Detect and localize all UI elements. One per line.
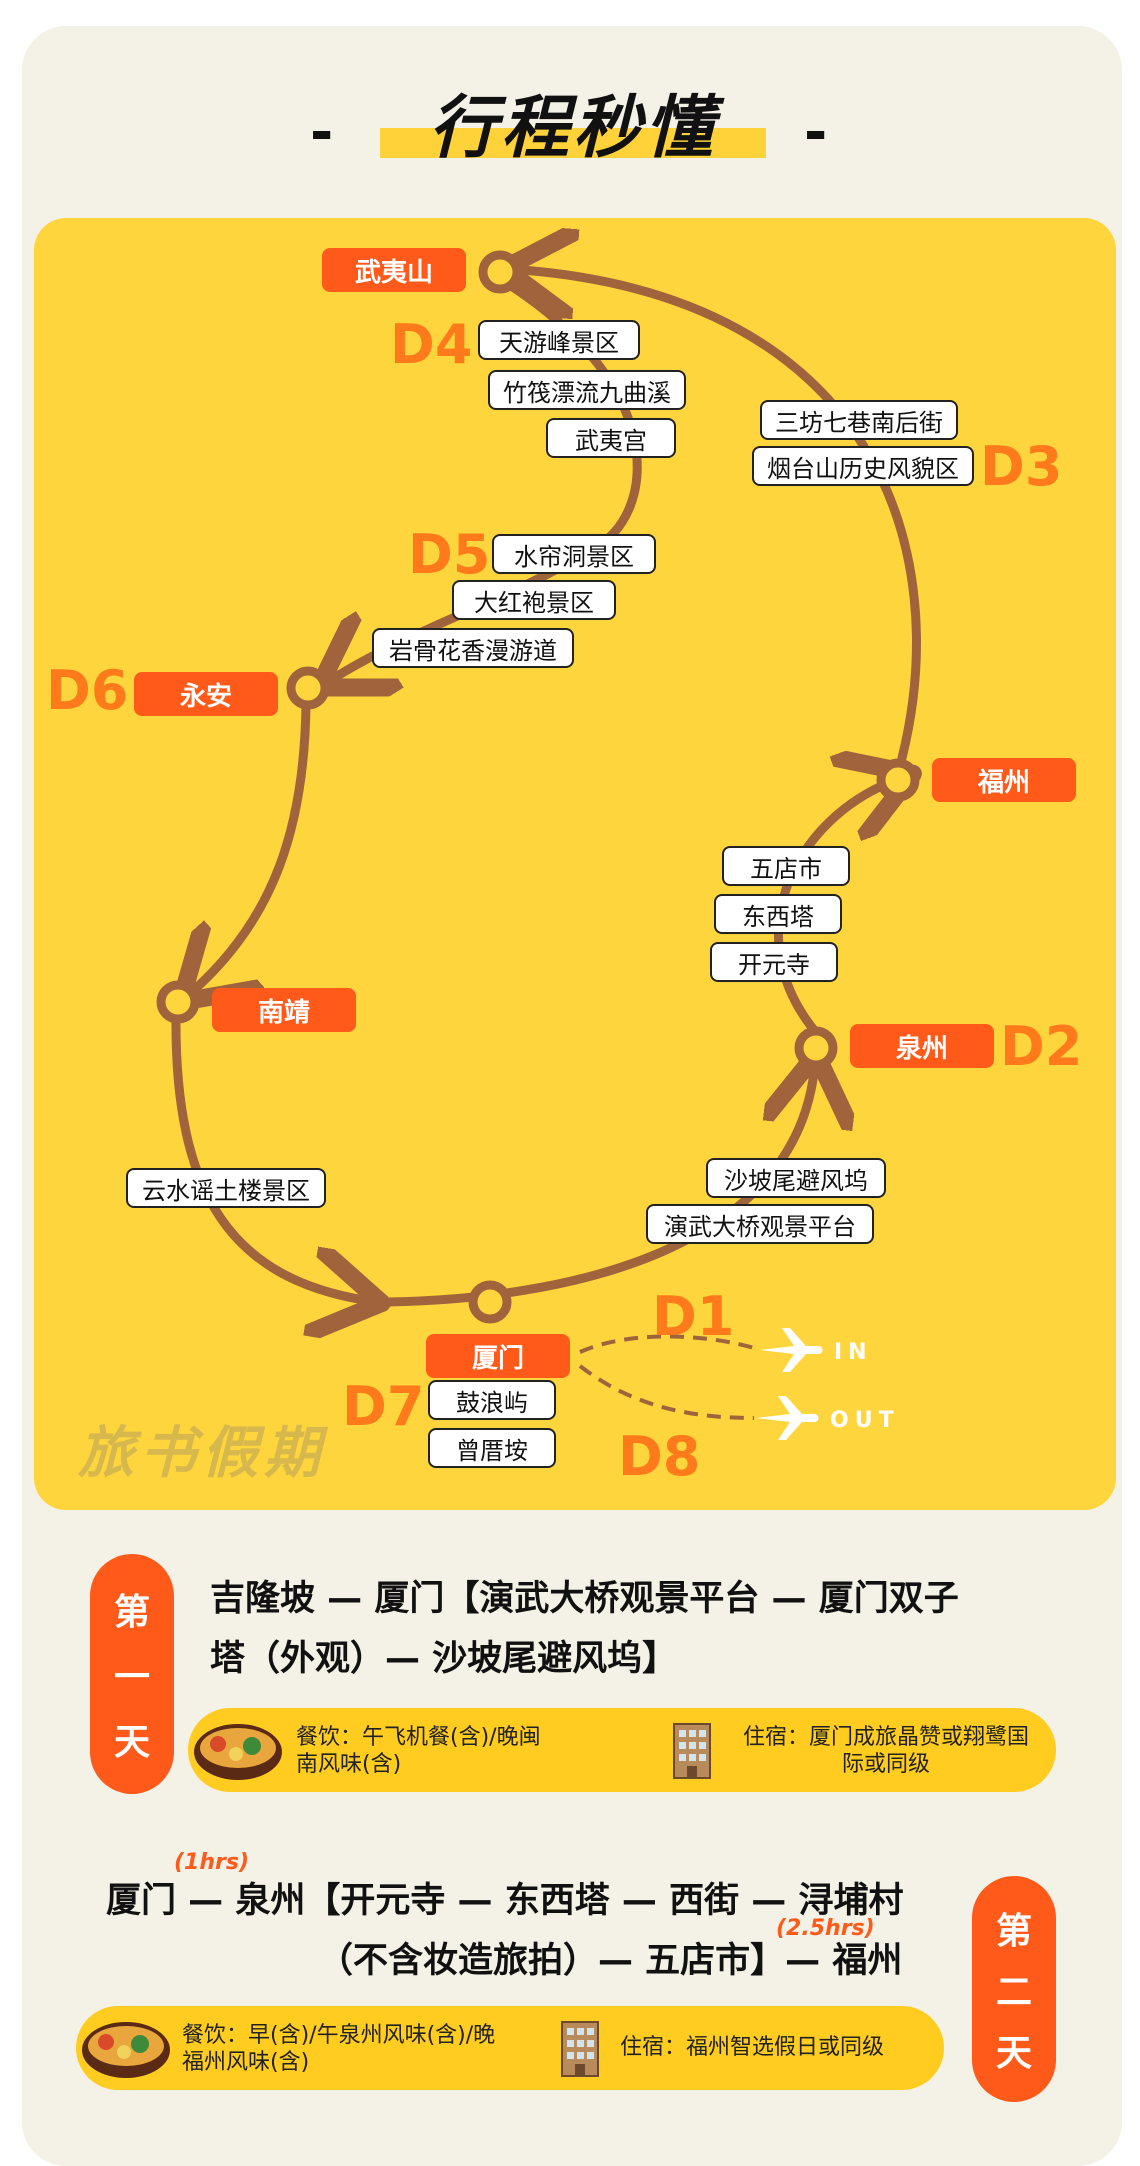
node-quanzhou: [794, 1026, 838, 1070]
day2-badge: 第 二 天: [972, 1876, 1056, 2102]
spot-yangu: 岩骨花香漫游道: [372, 628, 574, 668]
title-block: - 行程秒懂 -: [0, 70, 1140, 170]
spot-wudianshi: 五店市: [722, 846, 850, 886]
flight-in-line: [579, 1334, 755, 1354]
day-label-d4: D4: [390, 313, 473, 376]
plane-out-icon: [756, 1396, 819, 1440]
spot-yantaishan: 烟台山历史风貌区: [752, 446, 974, 486]
day2-route-line1: 厦门 — 泉州【开元寺 — 东西塔 — 西街 — 浔埔村: [106, 1881, 904, 1921]
day1-route-line1: 吉隆坡 — 厦门【演武大桥观景平台 — 厦门双子: [210, 1579, 959, 1619]
day2-meals: 餐饮：早(含)/午泉州风味(含)/晚福州风味(含): [182, 2023, 496, 2075]
flight-in-label: IN: [834, 1340, 873, 1365]
day-label-d2: D2: [1000, 1015, 1083, 1078]
day2-route-line2: （不含妆造旅拍）— 五店市】— 福州: [318, 1941, 903, 1981]
spot-shuiliandong: 水帘洞景区: [492, 534, 656, 574]
day1-badge-char3: 天: [113, 1722, 150, 1764]
city-xiamen: 厦门: [426, 1334, 570, 1378]
city-quanzhou: 泉州: [850, 1024, 994, 1068]
spot-sanfang: 三坊七巷南后街: [760, 400, 958, 440]
food-bowl-icon: [82, 2022, 170, 2078]
spot-dongxita: 东西塔: [714, 894, 842, 934]
day2-info-bar: 餐饮：早(含)/午泉州风味(含)/晚福州风味(含) 住宿：福州智选假日或同级: [76, 2006, 944, 2090]
spot-tianyoufeng: 天游峰景区: [478, 320, 640, 360]
flight-out-label: OUT: [830, 1408, 900, 1433]
spot-kaiyuansi: 开元寺: [710, 942, 838, 982]
day2-badge-char2: 二: [995, 1971, 1032, 2013]
spot-yanwu: 演武大桥观景平台: [646, 1204, 874, 1244]
city-wuyishan: 武夷山: [322, 248, 466, 292]
title-highlight: [380, 128, 766, 158]
day2-stay: 住宿：福州智选假日或同级: [620, 2035, 885, 2060]
flight-out-line: [578, 1364, 755, 1420]
node-xiamen: [468, 1280, 512, 1324]
title-dash-left: -: [310, 100, 334, 165]
node-fuzhou: [876, 758, 920, 802]
hotel-building-icon: [561, 2021, 599, 2077]
city-fuzhou: 福州: [932, 758, 1076, 802]
day1-info-bar: 餐饮：午飞机餐(含)/晚闽南风味(含) 住宿：厦门成旅晶赞或翔鹭国际或同级: [188, 1708, 1056, 1792]
plane-in-icon: [760, 1328, 823, 1372]
day1-route-line2: 塔（外观）— 沙坡尾避风坞】: [210, 1639, 678, 1679]
spot-zengcuoan: 曾厝垵: [428, 1428, 556, 1468]
day-label-d8: D8: [618, 1425, 701, 1488]
itinerary-map: 武夷山 永安 南靖 福州 泉州 厦门 D4 D3 D5 D6 D2 D1 D7 …: [34, 218, 1116, 1510]
day-label-d7: D7: [342, 1375, 425, 1438]
day1-stay: 住宿：厦门成旅晶赞或翔鹭国际或同级: [742, 1725, 1029, 1777]
day1-badge: 第 一 天: [90, 1554, 174, 1794]
hotel-building-icon: [673, 1723, 711, 1779]
day-label-d3: D3: [980, 435, 1063, 498]
day2-note-1hrs: (1hrs): [174, 1850, 250, 1875]
day1-badge-char1: 第: [113, 1591, 150, 1633]
day1-meals: 餐饮：午飞机餐(含)/晚闽南风味(含): [296, 1725, 541, 1777]
day2-badge-char1: 第: [995, 1911, 1032, 1953]
day-label-d5: D5: [408, 523, 491, 586]
city-yongan: 永安: [134, 672, 278, 716]
spot-wuyigong: 武夷宫: [546, 418, 676, 458]
node-yongan: [286, 666, 330, 710]
day-label-d1: D1: [652, 1285, 735, 1348]
page-title: 行程秒懂: [428, 89, 717, 168]
city-nanjing: 南靖: [212, 988, 356, 1032]
day1-badge-char2: 一: [113, 1656, 150, 1698]
spot-dahongpao: 大红袍景区: [452, 580, 616, 620]
food-bowl-icon: [194, 1724, 282, 1780]
spot-gulangyu: 鼓浪屿: [428, 1380, 556, 1420]
node-wuyishan: [478, 250, 522, 294]
spot-zhufa: 竹筏漂流九曲溪: [488, 370, 686, 410]
title-dash-right: -: [804, 100, 828, 165]
spot-yunshuiyao: 云水谣土楼景区: [126, 1168, 326, 1208]
day2-note-2-5hrs: (2.5hrs): [776, 1916, 875, 1941]
watermark-logo: 旅书假期: [78, 1421, 326, 1486]
node-nanjing: [156, 980, 200, 1024]
plane-icons: [756, 1328, 823, 1440]
day2-badge-char3: 天: [995, 2032, 1032, 2074]
spot-shapowei: 沙坡尾避风坞: [706, 1158, 886, 1198]
day-label-d6: D6: [46, 659, 129, 722]
